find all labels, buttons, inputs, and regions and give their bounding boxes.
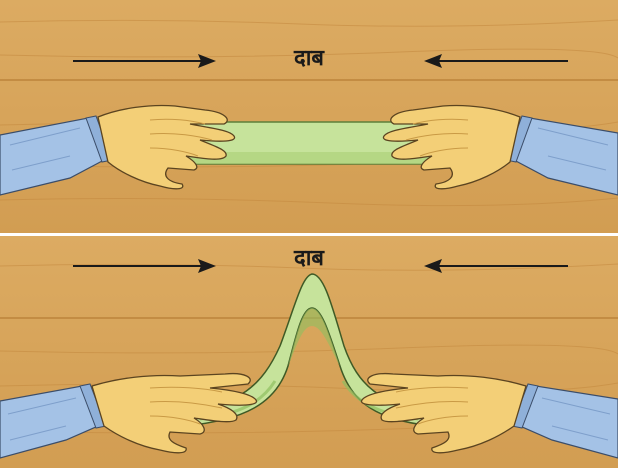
left-hand-icon bbox=[0, 104, 236, 196]
panel-folded-strip: दाब bbox=[0, 236, 618, 468]
right-hand-icon bbox=[361, 372, 618, 459]
left-hand-icon bbox=[0, 372, 257, 459]
arrow-left-icon bbox=[424, 259, 568, 273]
pressure-label-top: दाब bbox=[294, 46, 324, 71]
top-illustration bbox=[0, 54, 618, 196]
bottom-illustration bbox=[0, 259, 618, 459]
arrow-right-icon bbox=[73, 54, 216, 68]
panel-flat-strip: दाब bbox=[0, 0, 618, 233]
right-hand-icon bbox=[382, 104, 618, 196]
pressure-label-bottom: दाब bbox=[294, 246, 324, 271]
arrow-right-icon bbox=[73, 259, 216, 273]
arrow-left-icon bbox=[424, 54, 568, 68]
